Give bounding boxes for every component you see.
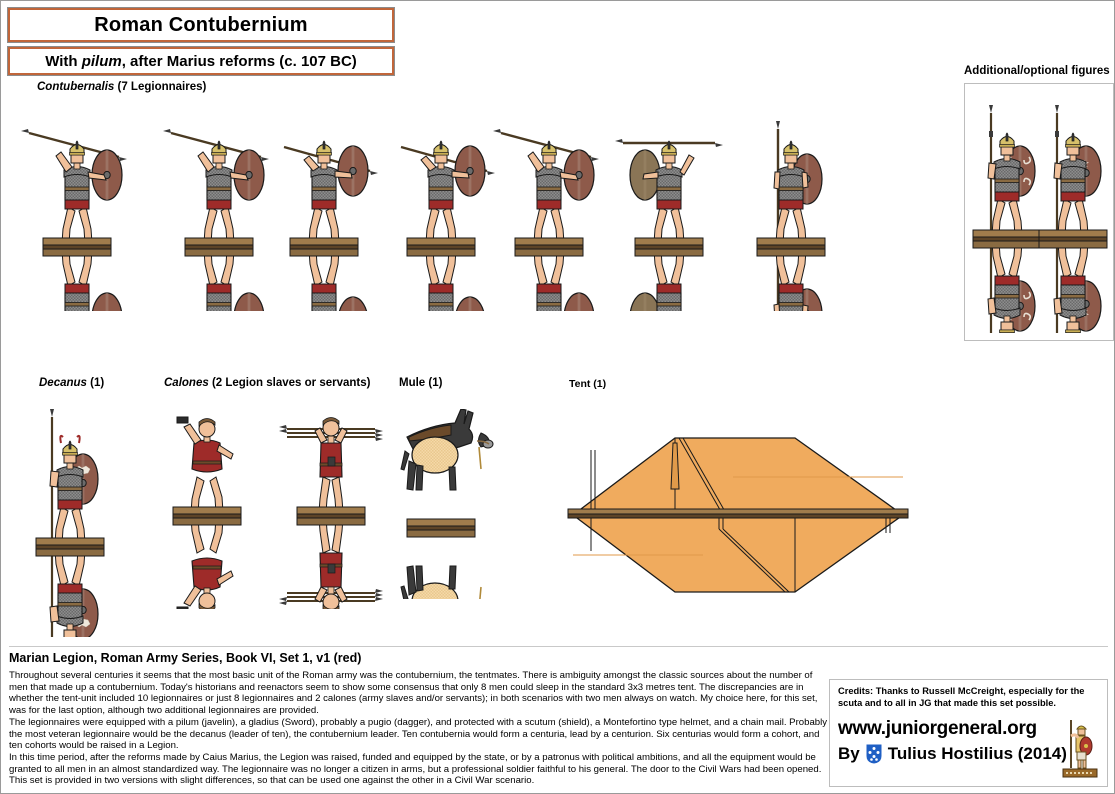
page-title-box: Roman Contubernium bbox=[7, 7, 395, 43]
section-label-mule: Mule (1) bbox=[399, 377, 442, 389]
figure-decanus[interactable] bbox=[27, 397, 113, 637]
figure-calo-2[interactable] bbox=[271, 399, 391, 609]
subtitle-suffix: , after Marius reforms (c. 107 BC) bbox=[121, 52, 357, 70]
description-block: Marian Legion, Roman Army Series, Book V… bbox=[9, 651, 829, 787]
figure-mule[interactable] bbox=[391, 409, 541, 599]
page-subtitle: With pilum, after Marius reforms (c. 107… bbox=[45, 53, 357, 70]
by-prefix: By bbox=[838, 744, 860, 763]
figure-tent[interactable] bbox=[564, 381, 912, 643]
figure-calo-1[interactable] bbox=[159, 399, 269, 609]
label-name: Calones bbox=[164, 377, 209, 389]
label-name: Contubernalis bbox=[37, 81, 115, 93]
description-heading: Marian Legion, Roman Army Series, Book V… bbox=[9, 651, 362, 665]
figure-legionnaire-7[interactable] bbox=[723, 105, 859, 311]
figure-legionnaire-5[interactable] bbox=[481, 105, 617, 311]
signature-legionnaire-icon bbox=[1062, 720, 1098, 778]
label-count: (1) bbox=[590, 378, 607, 390]
label-count: (2 Legion slaves or servants) bbox=[208, 377, 371, 389]
subtitle-prefix: With bbox=[45, 52, 82, 70]
optional-figures-label: Additional/optional figures bbox=[964, 65, 1110, 77]
portugal-shield-icon bbox=[865, 743, 883, 765]
author-line: By Tulius Hostilius (2014) bbox=[838, 743, 1099, 765]
label-name: Decanus bbox=[39, 377, 87, 389]
figure-legionnaire-6[interactable] bbox=[601, 105, 737, 311]
description-paragraph-1: Throughout several centuries it seems th… bbox=[9, 670, 818, 717]
figure-optional-legionnaire-2[interactable] bbox=[1033, 93, 1113, 333]
section-label-calones: Calones (2 Legion slaves or servants) bbox=[164, 377, 370, 389]
credits-box: Credits: Thanks to Russell McCreight, es… bbox=[829, 679, 1108, 787]
website-url[interactable]: www.juniorgeneral.org bbox=[838, 718, 1037, 739]
label-count: (7 Legionnaires) bbox=[114, 81, 207, 93]
figure-legionnaire-1[interactable] bbox=[9, 105, 145, 311]
section-divider bbox=[9, 646, 1108, 647]
section-label-contubernalis: Contubernalis (7 Legionnaires) bbox=[37, 81, 206, 93]
label-name: Tent bbox=[569, 378, 591, 390]
page-subtitle-box: With pilum, after Marius reforms (c. 107… bbox=[7, 46, 395, 76]
label-count: (1) bbox=[86, 377, 105, 389]
label-name: Mule bbox=[399, 377, 426, 389]
author-name: Tulius Hostilius (2014) bbox=[887, 744, 1067, 763]
section-label-decanus: Decanus (1) bbox=[39, 377, 104, 389]
section-label-tent: Tent (1) bbox=[569, 378, 606, 390]
figure-legionnaire-3[interactable] bbox=[256, 105, 392, 311]
credits-text: Credits: Thanks to Russell McCreight, es… bbox=[838, 686, 1085, 708]
label-count: (1) bbox=[425, 377, 443, 389]
page-title: Roman Contubernium bbox=[94, 13, 308, 36]
subtitle-emphasis: pilum bbox=[81, 52, 122, 70]
description-paragraph-3: In this time period, after the reforms m… bbox=[9, 751, 822, 787]
description-paragraph-2: The legionnaires were equipped with a pi… bbox=[9, 716, 828, 752]
